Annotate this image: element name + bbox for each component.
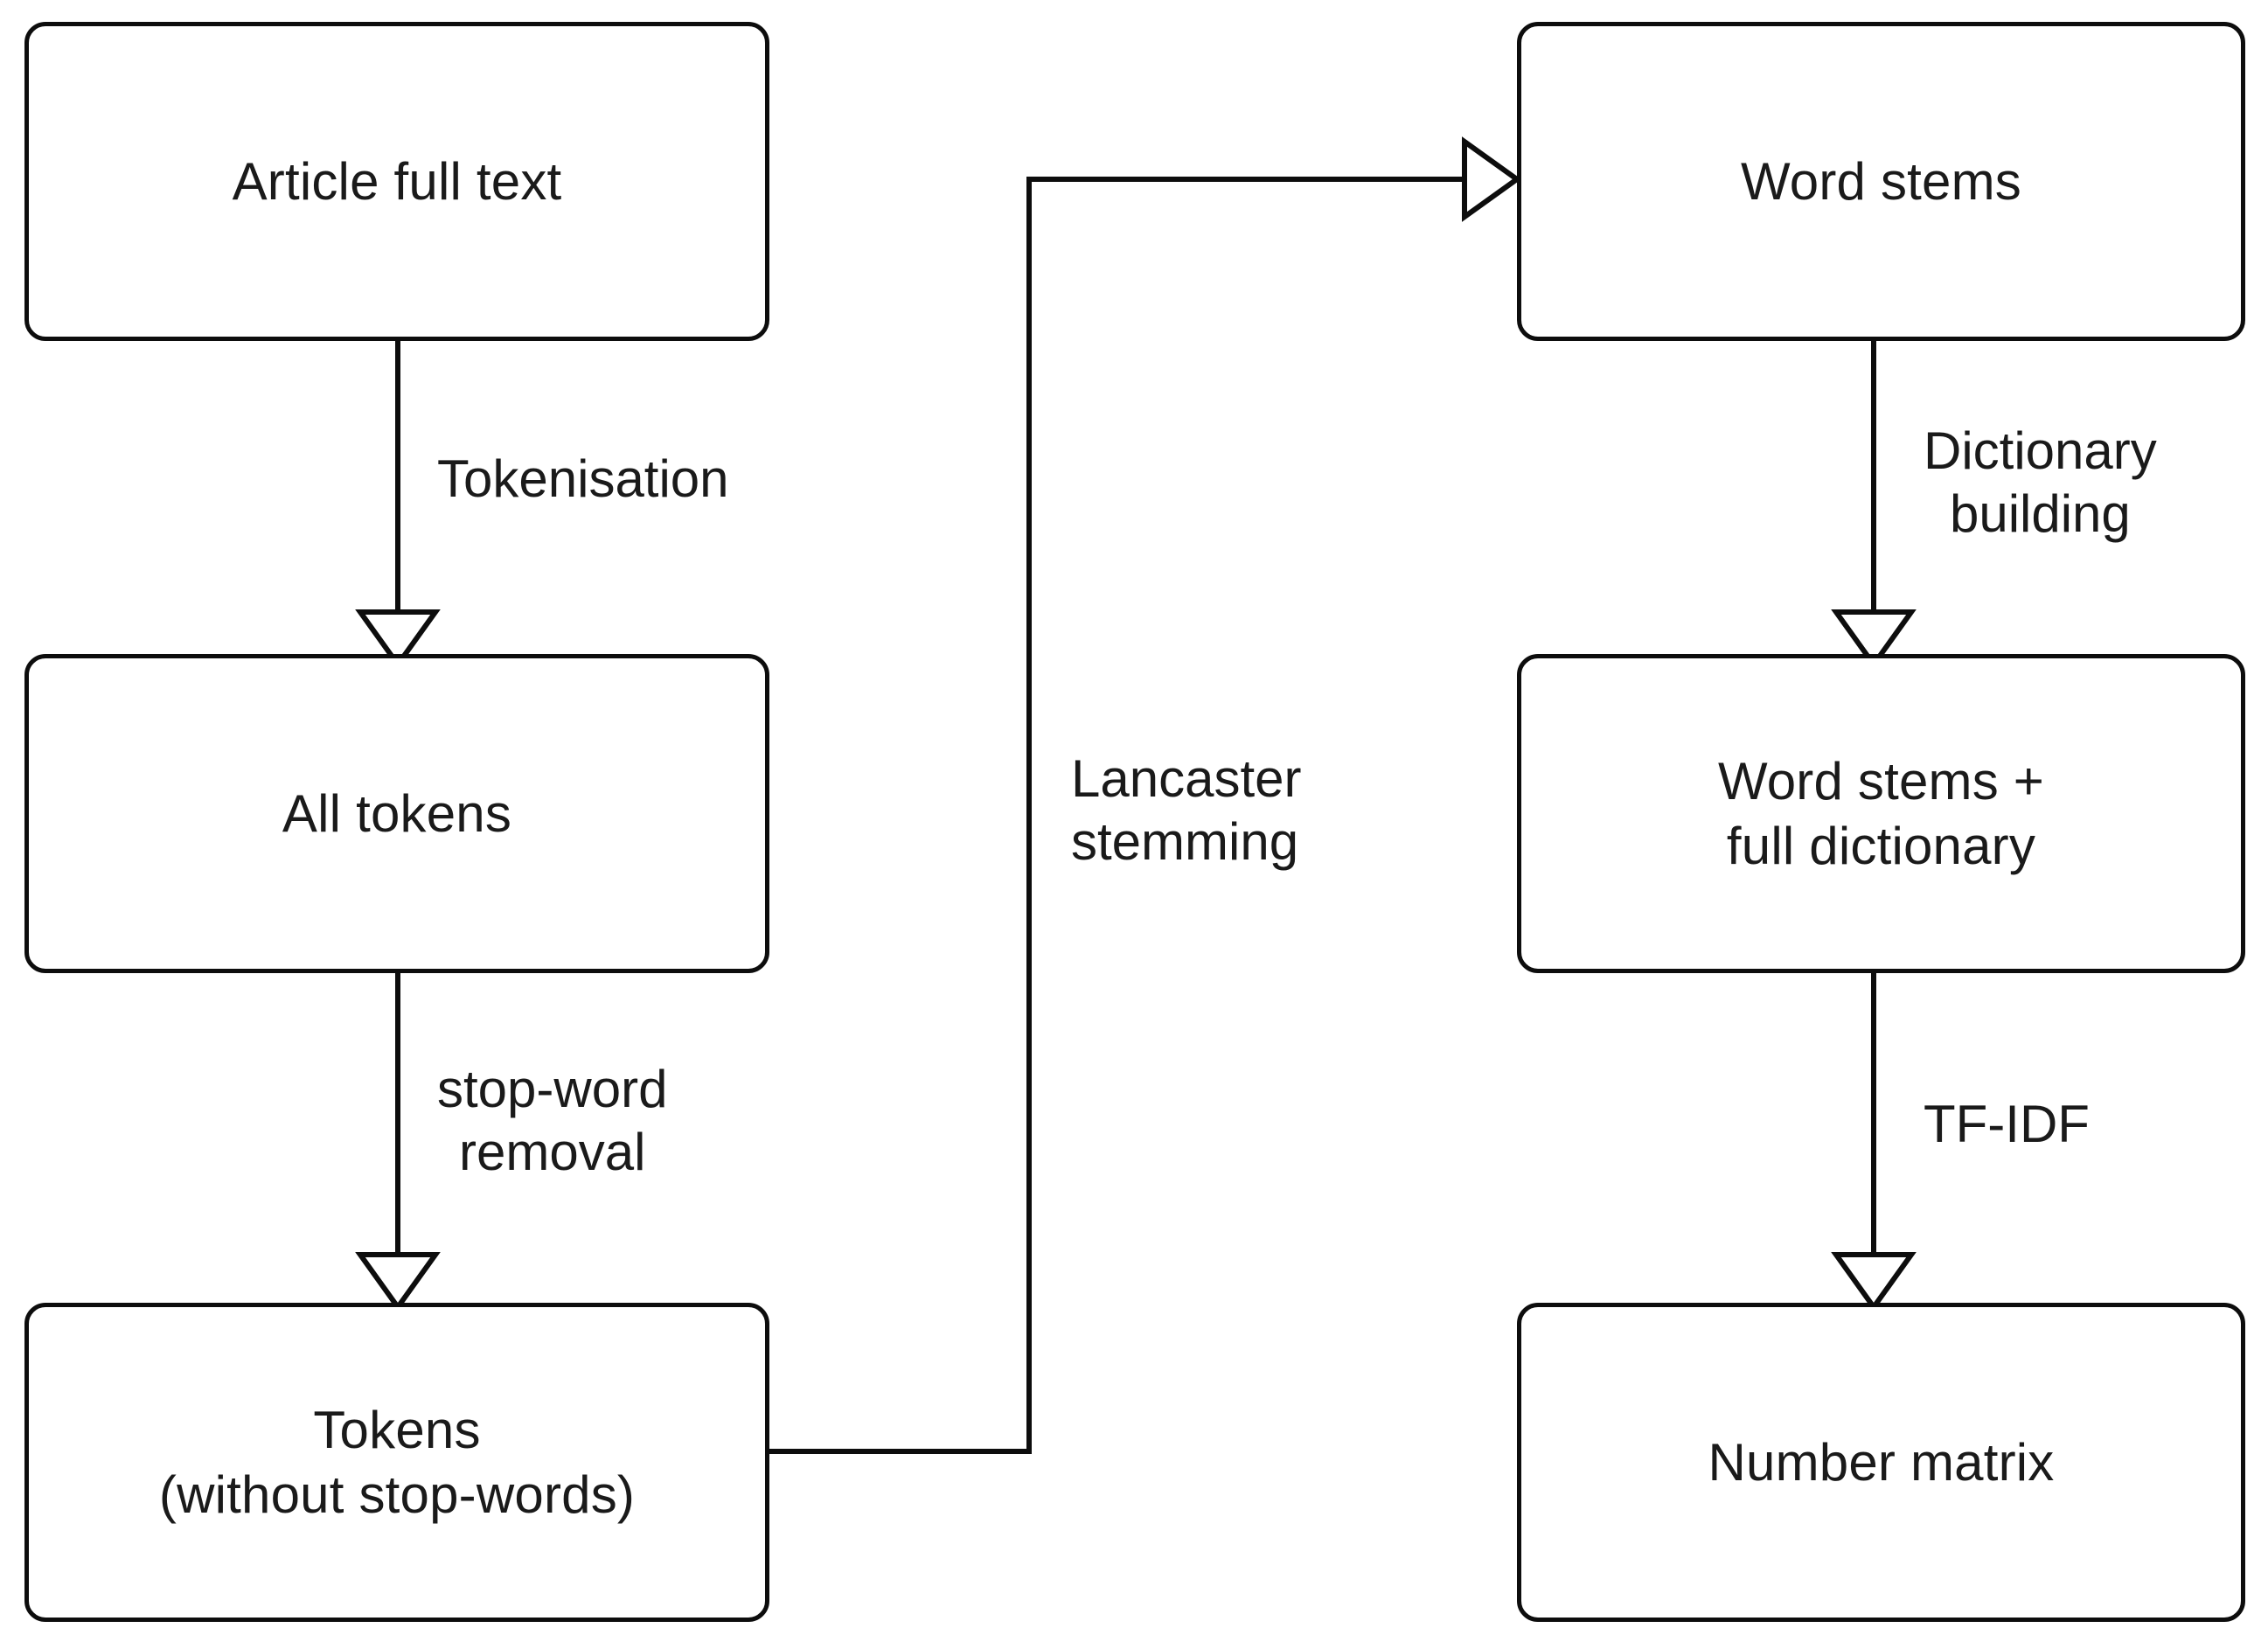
- edge-stop-word-removal: [355, 972, 441, 1312]
- arrowhead-down-icon: [355, 1252, 441, 1312]
- node-label: All tokens: [282, 783, 512, 843]
- arrowhead-right-icon: [1462, 136, 1522, 222]
- node-word-stems-full-dictionary[interactable]: Word stems + full dictionary: [1517, 654, 2245, 973]
- arrowhead-down-icon: [1831, 1252, 1917, 1312]
- edge-label-lancaster-stemming: Lancaster stemming: [1071, 749, 1302, 871]
- node-label: Word stems + full dictionary: [1717, 752, 2045, 875]
- edge-label-tf-idf: TF-IDF: [1924, 1095, 2090, 1153]
- node-word-stems[interactable]: Word stems: [1517, 22, 2245, 341]
- node-all-tokens[interactable]: All tokens: [24, 654, 769, 973]
- edge-lancaster-stemming: [769, 136, 1522, 1454]
- node-number-matrix[interactable]: Number matrix: [1517, 1303, 2245, 1622]
- edge-tokenisation: [355, 341, 441, 670]
- node-article-full-text[interactable]: Article full text: [24, 22, 769, 341]
- node-tokens-without-stopwords[interactable]: Tokens (without stop-words): [24, 1303, 769, 1622]
- arrowhead-down-icon: [1831, 609, 1917, 670]
- edge-label-tokenisation: Tokenisation: [437, 449, 729, 508]
- node-label: Number matrix: [1708, 1432, 2055, 1492]
- node-label: Article full text: [232, 151, 562, 211]
- edge-label-dictionary-building: Dictionary building: [1924, 421, 2157, 543]
- node-label: Tokens (without stop-words): [158, 1401, 636, 1524]
- node-label: Word stems: [1741, 151, 2021, 211]
- arrowhead-down-icon: [355, 609, 441, 670]
- edge-label-stop-word-removal: stop-word removal: [437, 1060, 668, 1181]
- edge-dictionary-building: [1831, 341, 1917, 670]
- edge-tf-idf: [1831, 972, 1917, 1312]
